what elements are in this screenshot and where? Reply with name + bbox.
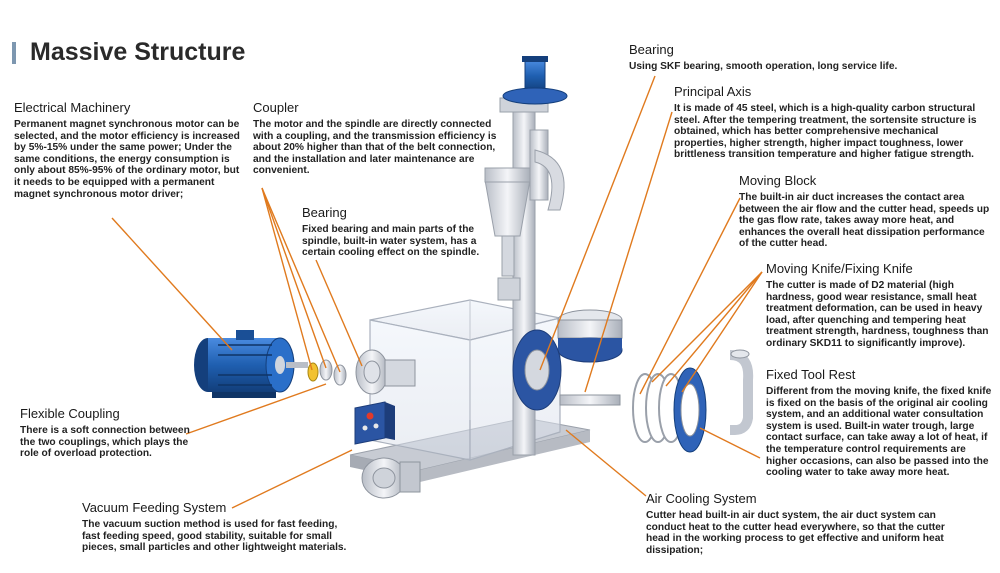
label-heading: Principal Axis [674, 84, 752, 99]
coupler-rings [307, 359, 347, 386]
label-heading: Moving Knife/Fixing Knife [766, 261, 913, 276]
label-text: The cutter is made of D2 material (high … [766, 280, 989, 349]
label-heading: Fixed Tool Rest [766, 367, 856, 382]
cutter-disks [632, 349, 754, 453]
label-text: There is a soft connection between the t… [20, 425, 190, 460]
label-text: It is made of 45 steel, which is a high-… [674, 103, 977, 161]
label-bearing-top: Bearing Using SKF bearing, smooth operat… [629, 42, 929, 73]
label-heading: Bearing [629, 42, 674, 57]
label-coupler: Coupler The motor and the spindle are di… [253, 100, 501, 177]
label-fixed-tool-rest: Fixed Tool Rest Different from the movin… [766, 367, 994, 479]
label-text: The motor and the spindle are directly c… [253, 119, 497, 177]
top-fan-motor [502, 56, 568, 105]
label-heading: Vacuum Feeding System [82, 500, 227, 515]
label-text: Using SKF bearing, smooth operation, lon… [629, 61, 898, 72]
label-text: The built-in air duct increases the cont… [739, 192, 990, 250]
spindle-bearing [355, 349, 416, 395]
label-text: Permanent magnet synchronous motor can b… [14, 119, 240, 200]
label-heading: Electrical Machinery [14, 100, 131, 115]
label-text: Different from the moving knife, the fix… [766, 386, 992, 479]
label-heading: Bearing [302, 205, 347, 220]
label-text: Cutter head built-in air duct system, th… [646, 510, 945, 556]
label-heading: Air Cooling System [646, 491, 757, 506]
label-electrical-machinery: Electrical Machinery Permanent magnet sy… [14, 100, 242, 200]
vibrating-sieve [557, 309, 623, 363]
label-vacuum-feeding: Vacuum Feeding System The vacuum suction… [82, 500, 354, 554]
label-heading: Moving Block [739, 173, 817, 188]
vacuum-blower [361, 457, 421, 499]
label-air-cooling: Air Cooling System Cutter head built-in … [646, 491, 956, 556]
page-title: Massive Structure [30, 38, 246, 66]
label-heading: Flexible Coupling [20, 406, 120, 421]
label-heading: Coupler [253, 100, 299, 115]
control-box [354, 401, 395, 445]
label-flexible-coupling: Flexible Coupling There is a soft connec… [20, 406, 200, 460]
label-principal-axis: Principal Axis It is made of 45 steel, w… [674, 84, 986, 161]
label-moving-block: Moving Block The built-in air duct incre… [739, 173, 991, 250]
title-accent-bar [12, 42, 16, 64]
label-bearing-main: Bearing Fixed bearing and main parts of … [302, 205, 484, 259]
electric-motor [194, 330, 308, 398]
label-text: The vacuum suction method is used for fa… [82, 519, 347, 554]
label-moving-knife: Moving Knife/Fixing Knife The cutter is … [766, 261, 994, 350]
label-text: Fixed bearing and main parts of the spin… [302, 224, 480, 259]
